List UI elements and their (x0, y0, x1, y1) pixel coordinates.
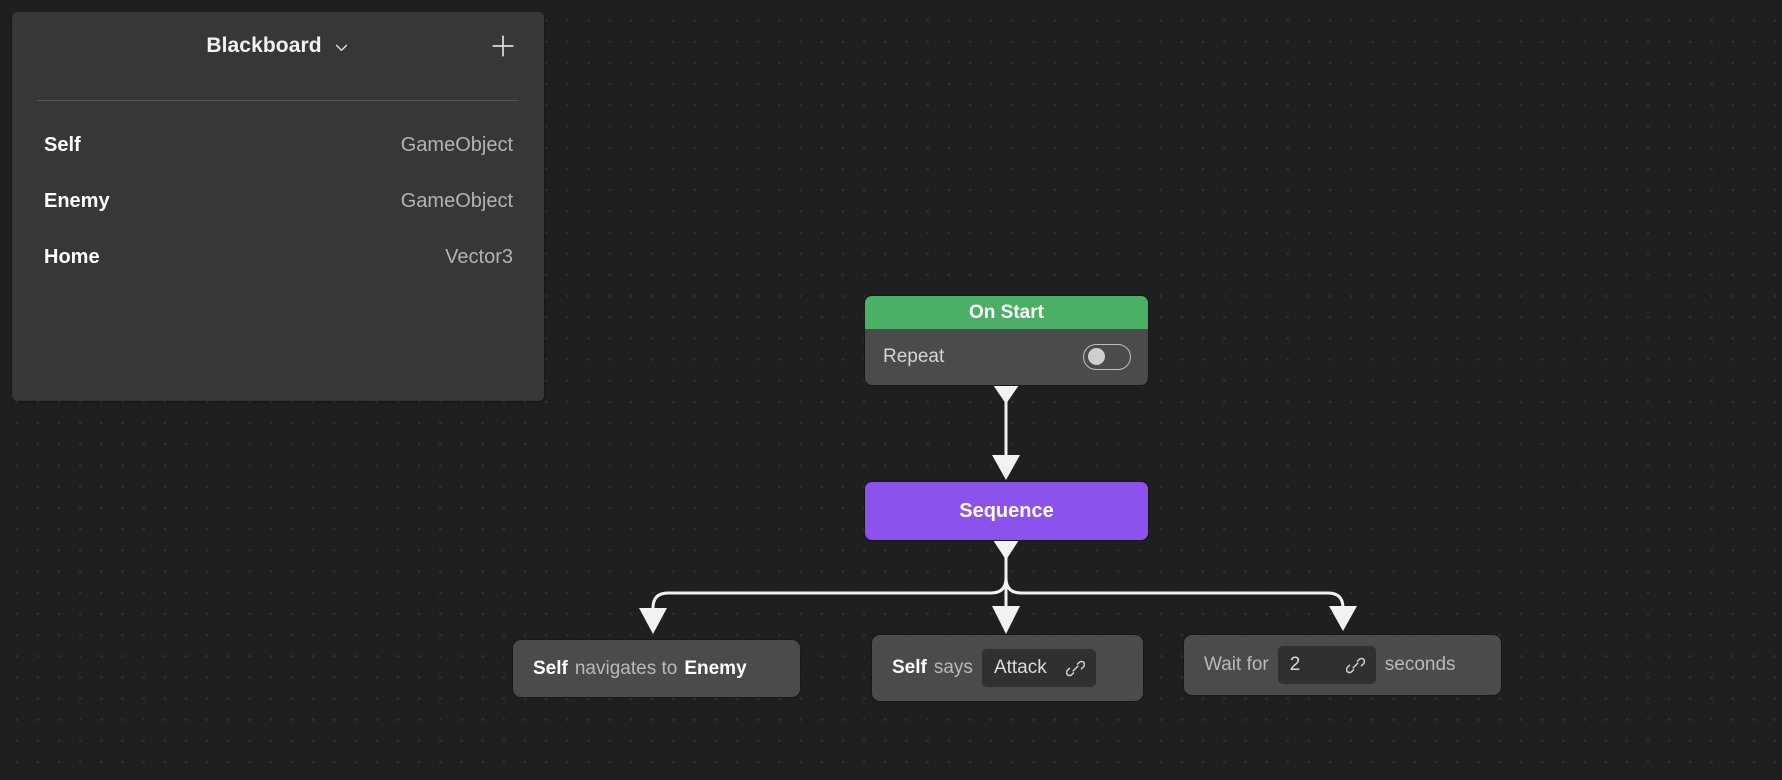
says-message-value: Attack (993, 657, 1047, 678)
variable-name: Self (44, 133, 81, 156)
node-sequence[interactable]: Sequence (865, 482, 1148, 540)
link-icon[interactable] (1065, 659, 1085, 678)
navigate-subject: Self (533, 657, 568, 679)
list-item[interactable]: Home Vector3 (12, 229, 544, 285)
variable-type: Vector3 (445, 245, 513, 268)
wait-suffix: seconds (1384, 654, 1456, 675)
blackboard-variable-list: Self GameObject Enemy GameObject Home Ve… (12, 117, 544, 285)
variable-name: Enemy (44, 189, 110, 212)
says-message-field[interactable]: Attack (981, 649, 1096, 687)
node-navigate[interactable]: Self navigates to Enemy (513, 640, 800, 697)
connector-onstart-to-sequence (992, 385, 1020, 480)
page-title: Blackboard (206, 34, 322, 57)
chevron-down-icon[interactable] (333, 36, 350, 56)
variable-type: GameObject (400, 189, 513, 212)
repeat-toggle[interactable] (1083, 344, 1131, 370)
wait-duration-value: 2 (1289, 654, 1301, 675)
blackboard-header: Blackboard (12, 12, 544, 80)
navigate-target: Enemy (684, 657, 747, 679)
wait-prefix: Wait for (1204, 654, 1269, 675)
variable-name: Home (44, 245, 100, 268)
says-subject: Self (892, 657, 927, 678)
node-says[interactable]: Self says Attack (872, 635, 1143, 701)
node-title: Sequence (959, 499, 1054, 522)
list-item[interactable]: Enemy GameObject (12, 173, 544, 229)
navigate-verb: navigates to (574, 657, 678, 679)
node-header: On Start (865, 296, 1148, 329)
node-on-start[interactable]: On Start Repeat (865, 296, 1148, 385)
connector-sequence-to-children (639, 540, 1357, 634)
divider (37, 100, 519, 101)
says-verb: says (933, 657, 973, 678)
blackboard-title-group[interactable]: Blackboard (206, 34, 349, 58)
plus-icon[interactable] (490, 33, 516, 59)
link-icon[interactable] (1345, 656, 1365, 675)
toggle-knob (1088, 348, 1105, 365)
wait-duration-field[interactable]: 2 (1277, 646, 1376, 684)
list-item[interactable]: Self GameObject (12, 117, 544, 173)
blackboard-panel: Blackboard Self GameObject (12, 12, 544, 401)
node-wait[interactable]: Wait for 2 seconds (1184, 635, 1501, 695)
node-body: Repeat (865, 329, 1148, 385)
repeat-label: Repeat (883, 346, 945, 367)
node-title: On Start (969, 301, 1044, 323)
variable-type: GameObject (400, 133, 513, 156)
